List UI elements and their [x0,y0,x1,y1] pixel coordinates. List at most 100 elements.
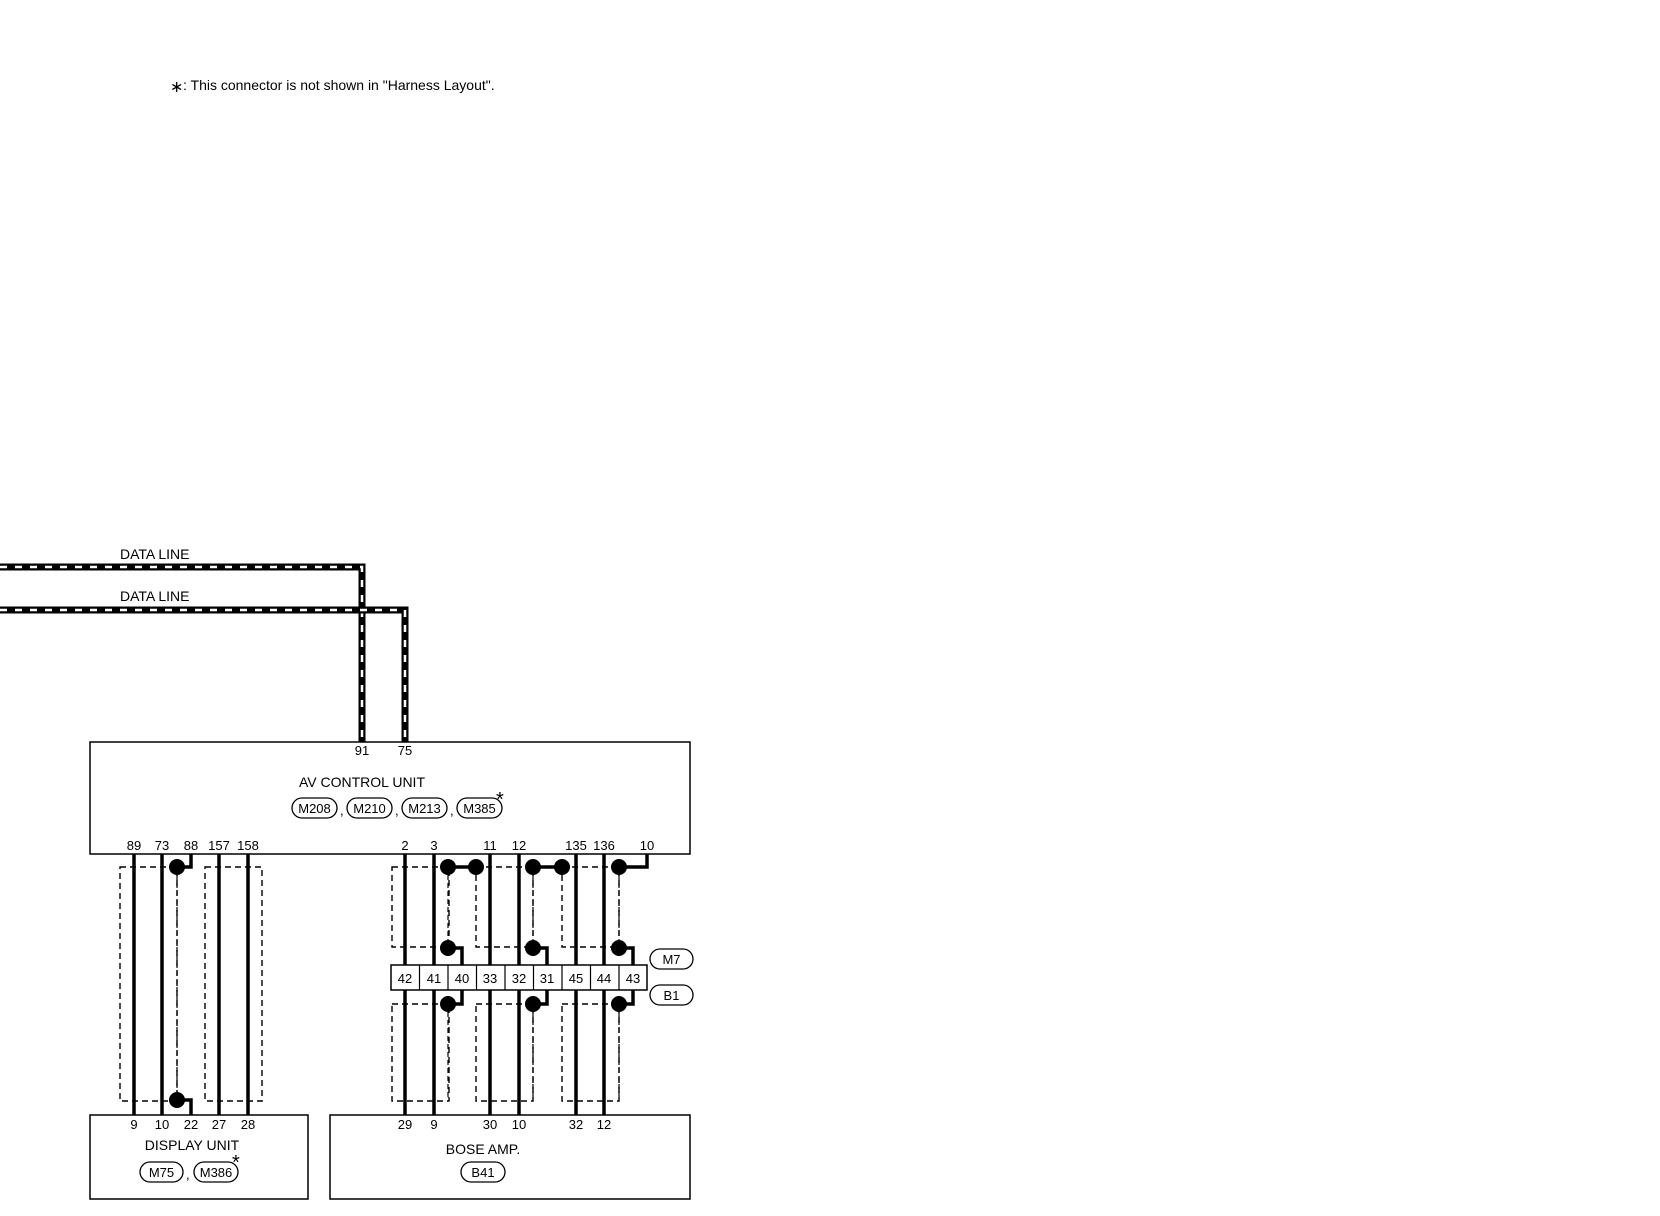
connector-m75-outline [139,1161,184,1183]
connector-m385: M385 [463,801,496,816]
display-unit: 9 10 22 27 28 DISPLAY UNIT M75 , M386 * [89,1114,309,1200]
connector-m386-outline [193,1161,239,1183]
connector-m7-outline [649,948,694,970]
cell-42: 42 [398,971,412,986]
splice-dot [440,859,456,875]
cell-40: 40 [455,971,469,986]
star-marker: * [232,1152,240,1174]
splice-dots [169,859,627,1108]
pin-30: 30 [483,1117,497,1132]
pin-3: 3 [430,838,437,853]
connector-b1: B1 [664,988,680,1003]
splice-dot [611,859,627,875]
pin-9: 9 [130,1117,137,1132]
shield-display-2 [204,866,263,1102]
shield-av-upper-1 [391,866,450,948]
splice-dot [525,859,541,875]
splice-dot [611,940,627,956]
av-control-unit-box [89,741,691,855]
pin-75: 75 [398,743,412,758]
pin-136: 136 [593,838,615,853]
data-line-group: DATA LINE DATA LINE [0,546,409,742]
pin-12: 12 [512,838,526,853]
connector-separator: , [340,803,344,818]
connector-m210: M210 [353,801,386,816]
bose-amp-title: BOSE AMP. [446,1141,520,1157]
shield-amp-lower-2 [475,1003,534,1102]
splice-dot [554,859,570,875]
shield-av-upper-2 [475,866,534,948]
splice-dot [440,996,456,1012]
connector-m210-outline [346,797,393,819]
data-line-1-dash [0,565,364,742]
connector-m213-outline [401,797,448,819]
connector-m7: M7 [662,952,680,967]
pin-9: 9 [430,1117,437,1132]
joint-connector-body [390,964,648,991]
pin-88: 88 [184,838,198,853]
connector-m208: M208 [298,801,331,816]
splice-dot [525,996,541,1012]
joint-connector: 42 41 40 33 32 31 45 44 43 M7 B1 [390,948,694,1006]
drain-lines [176,867,620,1100]
splice-dot [525,940,541,956]
cell-45: 45 [569,971,583,986]
note-text: : This connector is not shown in "Harnes… [183,77,495,93]
connector-separator: , [186,1167,190,1182]
connector-b41: B41 [471,1165,494,1180]
bose-amp-box [329,1114,691,1200]
splice-dot [440,940,456,956]
pin-29: 29 [398,1117,412,1132]
bose-amp: 29 9 30 10 32 12 BOSE AMP. B41 [329,1114,691,1200]
pin-28: 28 [241,1117,255,1132]
connector-m386: M386 [200,1165,233,1180]
wire-10 [619,854,649,869]
pin-22: 22 [184,1117,198,1132]
pin-27: 27 [212,1117,226,1132]
connector-b1-outline [649,984,694,1006]
pin-2: 2 [401,838,408,853]
splice-dot [169,859,185,875]
pin-135: 135 [565,838,587,853]
connector-m385-outline [456,797,503,819]
av-control-unit-title: AV CONTROL UNIT [299,774,425,790]
connector-m75: M75 [149,1165,174,1180]
pin-12: 12 [597,1117,611,1132]
splice-dot [611,996,627,1012]
shield-av-upper-3 [561,866,620,948]
cell-43: 43 [626,971,640,986]
pin-11: 11 [483,838,497,853]
shield-display-1 [119,866,178,1102]
display-unit-box [89,1114,309,1200]
display-unit-title: DISPLAY UNIT [145,1137,240,1153]
pin-157: 157 [208,838,230,853]
data-line-2-dash [0,608,407,742]
pin-32: 32 [569,1117,583,1132]
pin-10: 10 [155,1117,169,1132]
connector-separator: , [395,803,399,818]
splice-dot [468,859,484,875]
pin-89: 89 [127,838,141,853]
data-line-1-label: DATA LINE [120,546,190,562]
connector-m208-outline [291,797,338,819]
shield-amp-lower-3 [561,1003,620,1102]
connector-separator: , [450,803,454,818]
note-star: ∗ [170,79,183,96]
cell-41: 41 [427,971,441,986]
data-line-2-label: DATA LINE [120,588,190,604]
pin-73: 73 [155,838,169,853]
shield-amp-lower-1 [391,1003,450,1102]
pin-10: 10 [512,1117,526,1132]
data-line-2 [0,606,409,742]
connector-b41-outline [460,1161,506,1183]
cell-31: 31 [540,971,554,986]
pin-10: 10 [640,838,654,853]
connector-m213: M213 [408,801,441,816]
splice-dot [169,1092,185,1108]
cell-32: 32 [512,971,526,986]
cell-44: 44 [597,971,611,986]
cell-33: 33 [483,971,497,986]
av-control-unit: AV CONTROL UNIT M208 , M210 , M213 , M38… [89,741,691,855]
pin-91: 91 [355,743,369,758]
